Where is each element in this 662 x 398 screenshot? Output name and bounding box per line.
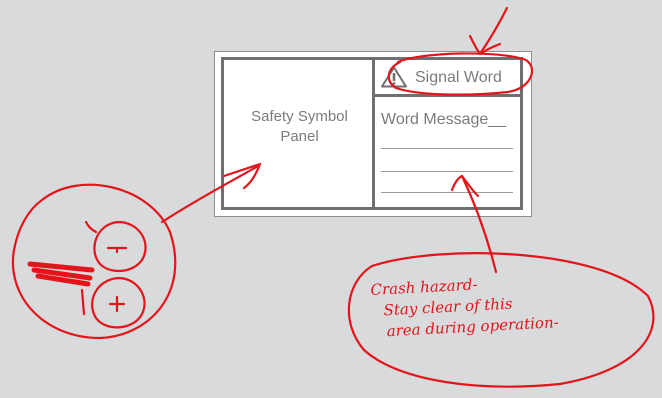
rollers-circle <box>11 183 177 340</box>
safety-symbol-panel: Safety Symbol Panel <box>224 60 375 207</box>
plus-sign <box>108 295 126 313</box>
message-line <box>381 171 513 172</box>
minus-sign <box>106 246 128 254</box>
signal-word-arrow-shaft <box>478 6 509 56</box>
signal-word: Signal Word <box>415 69 502 86</box>
material-feed-hatching <box>27 261 95 287</box>
warning-triangle-icon <box>381 66 407 88</box>
roller-mark <box>80 288 86 316</box>
word-message-panel: Word Message__ <box>375 97 520 207</box>
message-line <box>381 148 513 149</box>
safety-label: Safety Symbol Panel Signal Word Word Mes… <box>221 57 523 210</box>
word-message: Word Message__ <box>381 111 507 128</box>
roller-mark <box>84 220 98 234</box>
top-roller <box>93 220 147 273</box>
safety-symbol-panel-label: Safety Symbol Panel <box>224 107 375 147</box>
bottom-roller <box>91 276 146 329</box>
message-line <box>381 192 513 193</box>
signal-word-panel: Signal Word <box>375 60 520 97</box>
symbol-panel-line-1: Safety Symbol <box>251 108 348 125</box>
hazard-annotation: Crash hazard- Stay clear of this area du… <box>370 265 653 343</box>
symbol-panel-line-2: Panel <box>280 128 319 145</box>
